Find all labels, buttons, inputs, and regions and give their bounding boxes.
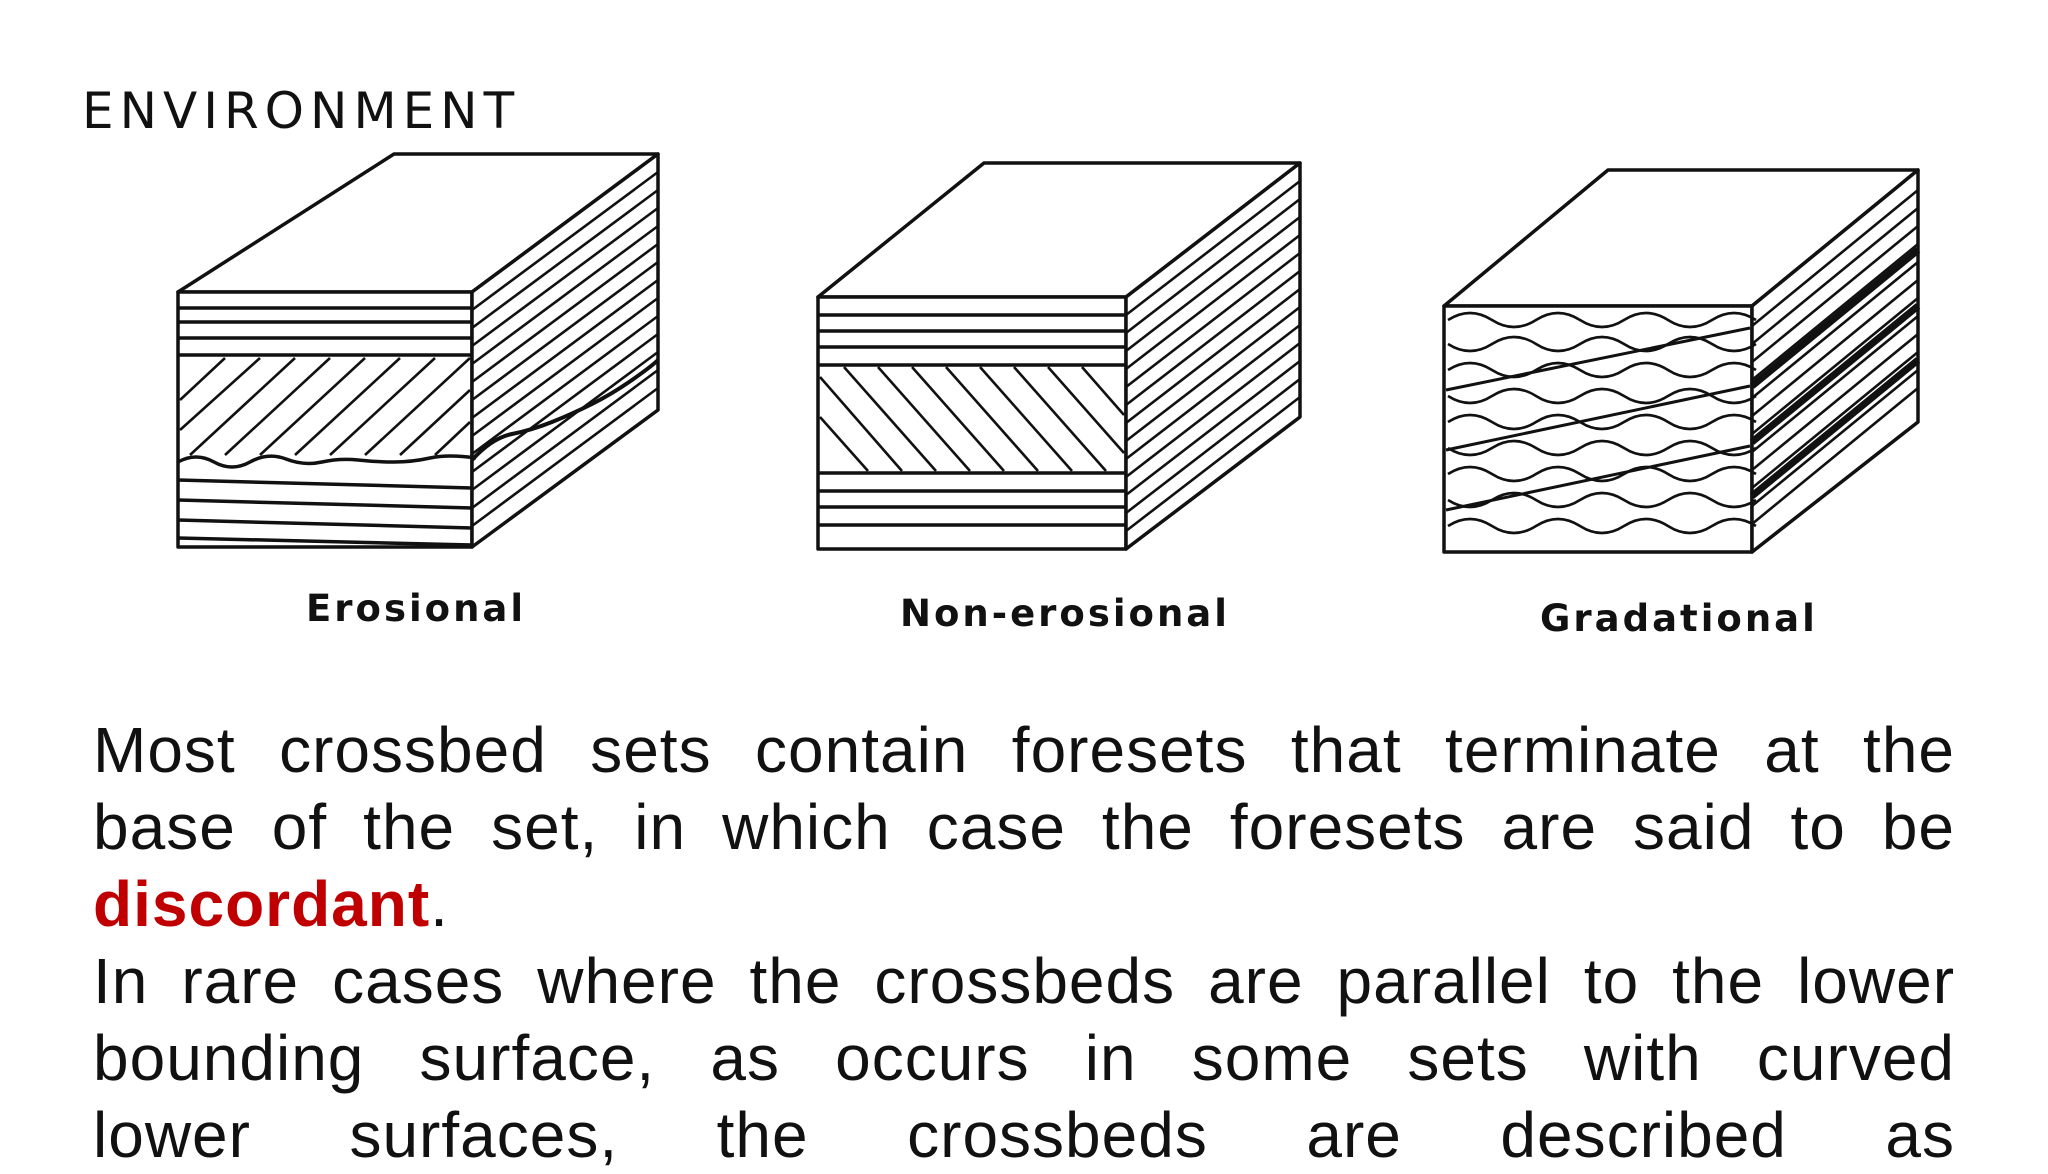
non-erosional-block-diagram [816,161,1302,551]
figure-heading: ENVIRONMENT [82,82,521,140]
caption-non-erosional: Non-erosional [900,592,1230,635]
term-discordant: discordant [93,868,431,940]
paragraph-2-line-1: In rare cases where the crossbeds are pa… [93,945,1955,1017]
paragraph-1-line-2: base of the set, in which case the fores… [93,791,1955,863]
caption-gradational: Gradational [1540,597,1818,640]
erosional-block-diagram [176,152,660,549]
caption-erosional: Erosional [306,587,527,630]
paragraph-2-line-2: bounding surface, as occurs in some sets… [93,1022,1955,1094]
gradational-block-diagram [1442,168,1921,554]
paragraph-1-line-3: discordant. [93,866,1955,943]
paragraph-1-line-1: Most crossbed sets contain foresets that… [93,714,1955,786]
paragraph-2-line-3: lower surfaces, the crossbeds are descri… [93,1099,1955,1171]
period: . [430,868,449,940]
